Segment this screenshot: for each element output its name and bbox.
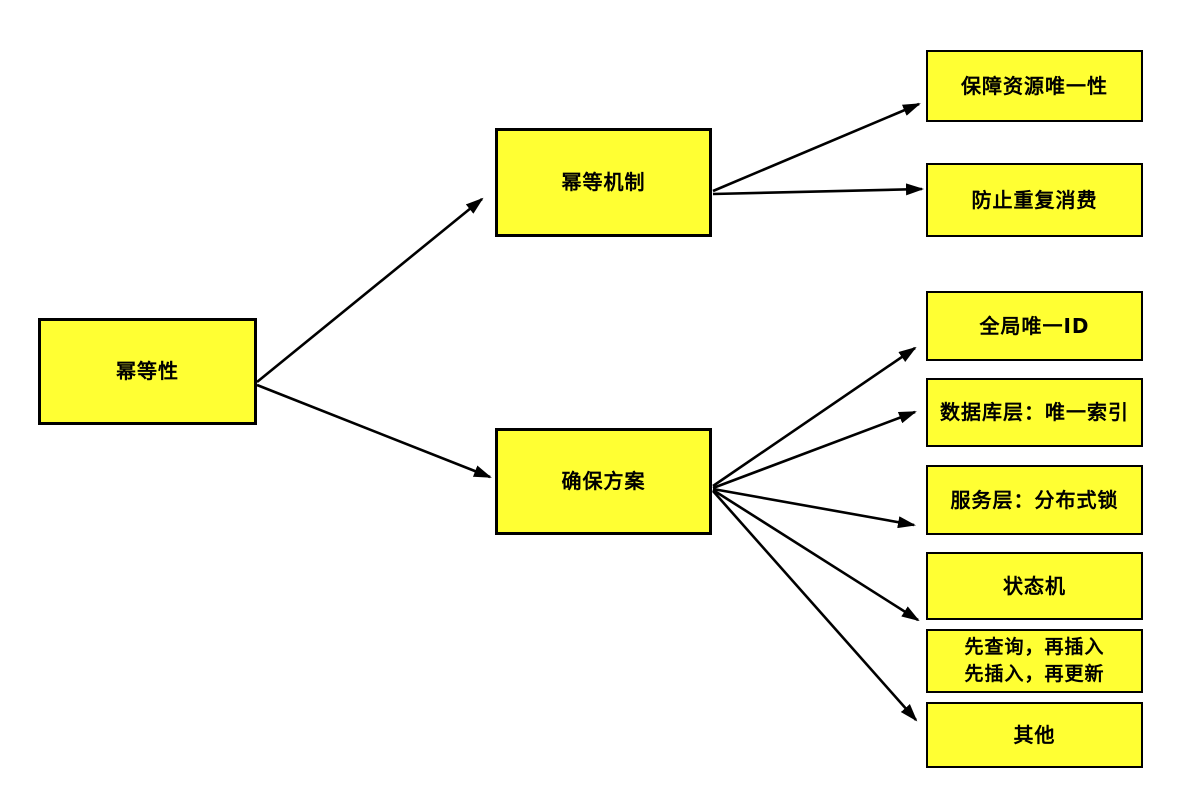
node-resource-uniqueness[interactable]: 保障资源唯一性 bbox=[926, 50, 1143, 122]
node-query-then-insert-label: 先查询，再插入 先插入，再更新 bbox=[964, 636, 1105, 685]
arrow-solutions-to-globalid bbox=[712, 346, 917, 488]
arrow-mechanism-to-resource bbox=[712, 102, 921, 193]
node-query-then-insert[interactable]: 先查询，再插入 先插入，再更新 bbox=[926, 629, 1143, 693]
arrow-solutions-to-lock bbox=[712, 487, 916, 529]
arrow-mechanism-to-duplicate bbox=[712, 183, 924, 196]
node-prevent-duplicate-consumption-label: 防止重复消费 bbox=[971, 187, 1098, 212]
arrow-solutions-to-others bbox=[712, 490, 918, 722]
node-state-machine[interactable]: 状态机 bbox=[926, 552, 1143, 620]
node-idempotency[interactable]: 幂等性 bbox=[38, 318, 257, 425]
node-idempotent-mechanism[interactable]: 幂等机制 bbox=[495, 128, 712, 237]
node-state-machine-label: 状态机 bbox=[1003, 573, 1066, 598]
node-idempotency-label: 幂等性 bbox=[116, 359, 179, 383]
arrow-solutions-to-statemachine bbox=[712, 488, 920, 622]
node-prevent-duplicate-consumption[interactable]: 防止重复消费 bbox=[926, 163, 1143, 237]
node-ensure-solutions-label: 确保方案 bbox=[561, 469, 646, 493]
arrow-root-to-solutions bbox=[256, 383, 492, 479]
node-ensure-solutions[interactable]: 确保方案 bbox=[495, 428, 712, 535]
node-db-unique-index-label: 数据库层：唯一索引 bbox=[940, 400, 1129, 424]
node-resource-uniqueness-label: 保障资源唯一性 bbox=[961, 73, 1108, 98]
node-global-unique-id[interactable]: 全局唯一ID bbox=[926, 291, 1143, 361]
node-db-unique-index[interactable]: 数据库层：唯一索引 bbox=[926, 378, 1143, 447]
node-idempotent-mechanism-label: 幂等机制 bbox=[561, 170, 646, 194]
node-service-distributed-lock[interactable]: 服务层：分布式锁 bbox=[926, 465, 1143, 535]
arrow-solutions-to-dbindex bbox=[712, 410, 917, 490]
arrow-root-to-mechanism bbox=[256, 197, 484, 384]
node-others-label: 其他 bbox=[1013, 722, 1056, 747]
node-global-unique-id-label: 全局唯一ID bbox=[979, 313, 1090, 338]
node-others[interactable]: 其他 bbox=[926, 702, 1143, 768]
node-service-distributed-lock-label: 服务层：分布式锁 bbox=[950, 487, 1119, 512]
